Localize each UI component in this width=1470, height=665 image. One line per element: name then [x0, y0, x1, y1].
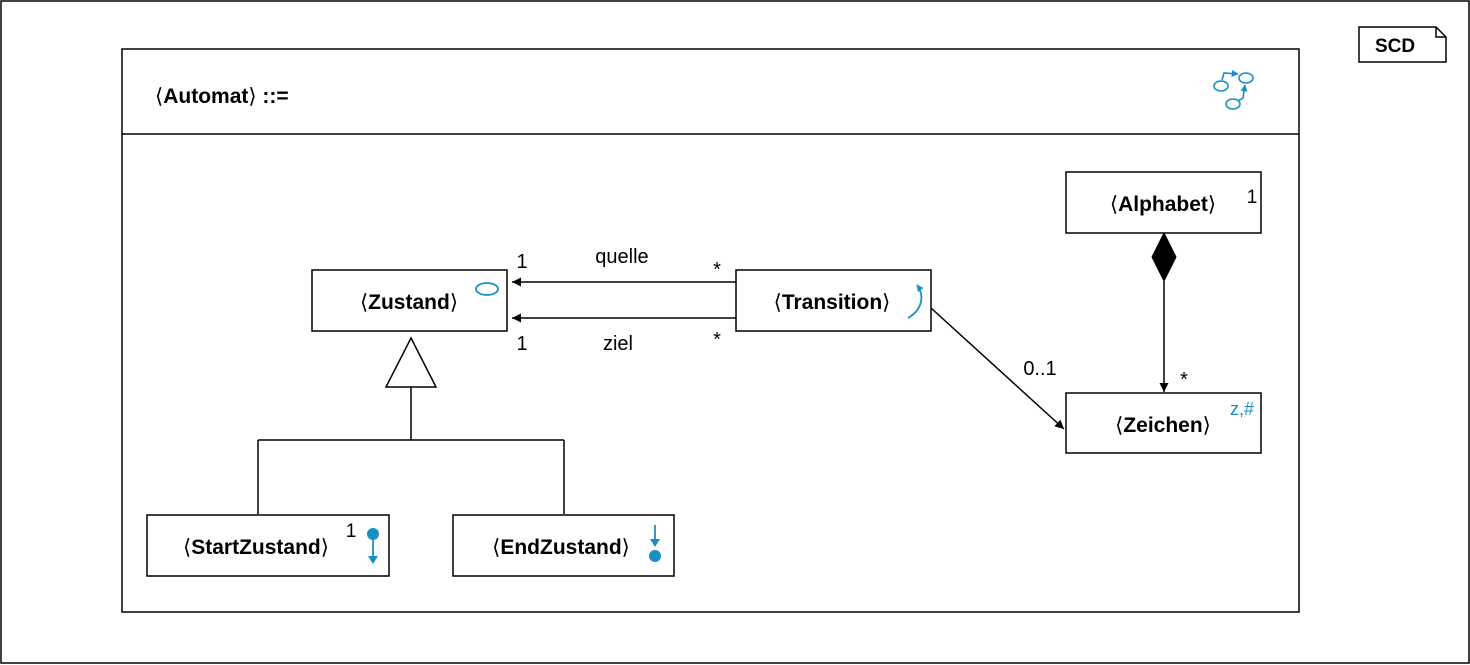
start-state-icon — [367, 528, 379, 564]
svg-text:⟨StartZustand⟩: ⟨StartZustand⟩ — [183, 536, 329, 559]
edge-ziel-source-multiplicity: * — [713, 329, 721, 351]
node-startzustand-name: StartZustand — [191, 536, 321, 559]
end-state-icon — [649, 525, 661, 562]
svg-text:⟨Alphabet⟩: ⟨Alphabet⟩ — [1110, 193, 1216, 216]
node-zeichen[interactable]: ⟨Zeichen⟩ z,# — [1065, 392, 1262, 454]
rule-lhs-name: Automat — [163, 85, 248, 108]
node-zeichen-name: Zeichen — [1123, 414, 1202, 437]
edge-alphabet-zeichen-multiplicity: * — [1180, 369, 1188, 391]
node-endzustand[interactable]: ⟨EndZustand⟩ — [452, 514, 675, 577]
edge-quelle-source-multiplicity: * — [713, 259, 721, 281]
rule-header: ⟨Automat⟩ ::= — [155, 85, 289, 108]
node-startzustand-multiplicity: 1 — [346, 521, 357, 542]
node-zustand[interactable]: ⟨Zustand⟩ — [311, 269, 508, 332]
node-transition[interactable]: ⟨Transition⟩ — [735, 269, 932, 332]
composition-diamond — [1151, 231, 1177, 283]
node-alphabet-name: Alphabet — [1118, 193, 1208, 216]
edge-ziel-target-multiplicity: 1 — [516, 333, 527, 355]
svg-text:⟨Zeichen⟩: ⟨Zeichen⟩ — [1115, 414, 1211, 437]
edge-quelle-label: quelle — [595, 246, 648, 268]
svg-text:⟨EndZustand⟩: ⟨EndZustand⟩ — [492, 536, 630, 559]
svg-text:⟨Transition⟩: ⟨Transition⟩ — [774, 291, 891, 314]
svg-text:⟨Zustand⟩: ⟨Zustand⟩ — [360, 291, 458, 314]
rule-operator: ::= — [262, 85, 288, 108]
node-alphabet[interactable]: ⟨Alphabet⟩ 1 — [1065, 171, 1262, 234]
generalization — [257, 336, 565, 514]
node-endzustand-name: EndZustand — [500, 536, 621, 559]
node-zustand-name: Zustand — [368, 291, 450, 314]
edge-ziel-label: ziel — [603, 333, 633, 355]
scd-badge: SCD — [1358, 26, 1447, 63]
node-alphabet-multiplicity: 1 — [1247, 187, 1258, 208]
node-zeichen-marker: z,# — [1230, 399, 1254, 419]
edge-quelle-target-multiplicity: 1 — [516, 251, 527, 273]
scd-badge-label: SCD — [1375, 36, 1415, 57]
transition-icon — [907, 284, 924, 319]
edge-transition-zeichen-multiplicity: 0..1 — [1023, 358, 1056, 380]
automaton-icon — [1213, 70, 1254, 110]
node-transition-name: Transition — [782, 291, 882, 314]
node-startzustand[interactable]: ⟨StartZustand⟩ 1 — [146, 514, 390, 577]
edge-transition-zeichen — [930, 307, 1065, 430]
state-icon — [475, 282, 499, 296]
rule-frame: ⟨Automat⟩ ::= — [121, 48, 1300, 613]
